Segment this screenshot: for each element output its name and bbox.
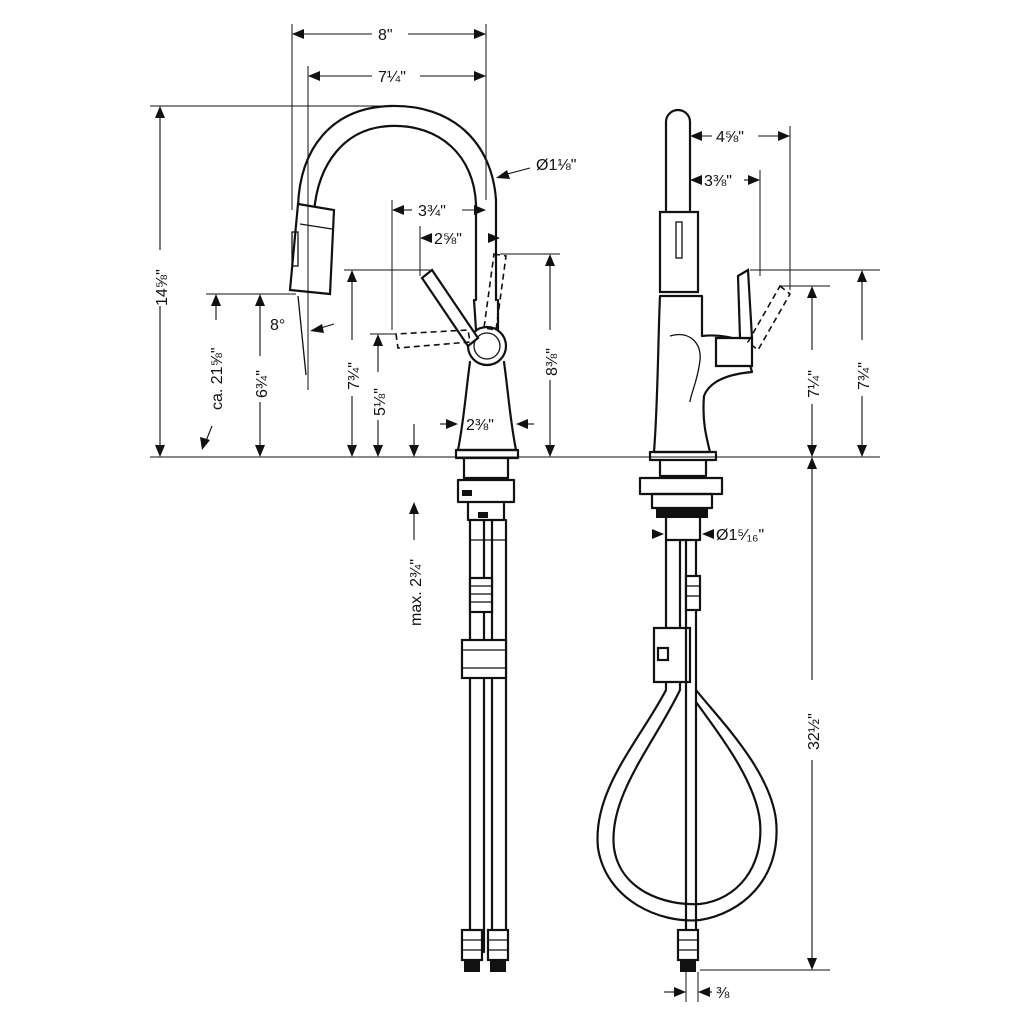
base-plate bbox=[454, 448, 520, 460]
side-handle-alt bbox=[746, 284, 792, 352]
side-base-plate bbox=[648, 450, 718, 462]
mounting-nut bbox=[456, 478, 516, 504]
side-supply-coupling bbox=[684, 574, 702, 612]
label-hose-length: 32½" bbox=[806, 713, 823, 750]
dimension-lines bbox=[150, 24, 880, 1002]
side-mounting-nut bbox=[638, 476, 724, 496]
label-side-4-5-8: 4⅝" bbox=[716, 129, 744, 146]
side-handle-hub bbox=[714, 336, 754, 368]
handle-lever-alt-side bbox=[395, 329, 471, 349]
spray-head bbox=[288, 202, 336, 296]
label-angle-8: 8° bbox=[270, 317, 285, 334]
side-handle-lever bbox=[736, 268, 754, 340]
label-offset-3-3-4: 3¾" bbox=[418, 203, 446, 220]
label-side-height-7-3-4: 7¾" bbox=[856, 362, 873, 390]
front-view bbox=[288, 104, 520, 972]
label-connection-3-8: ⅜ bbox=[716, 985, 730, 1002]
side-spray-head bbox=[658, 210, 700, 294]
supply-coupling-2 bbox=[460, 638, 508, 680]
side-body bbox=[652, 294, 754, 454]
label-handle-height-5-1-8: 5⅛" bbox=[372, 388, 389, 416]
side-spout bbox=[664, 108, 692, 212]
hose-weight bbox=[652, 626, 692, 684]
side-supply-fitting bbox=[676, 928, 700, 962]
side-view bbox=[596, 108, 792, 972]
spray-axis bbox=[297, 295, 307, 376]
label-width-7-1-4: 7¼" bbox=[378, 69, 406, 86]
spout-inner bbox=[312, 124, 478, 302]
label-reach-21-5-8: ca. 21⅝" bbox=[209, 347, 226, 410]
label-spout-diameter: Ø1⅛" bbox=[536, 157, 576, 174]
label-side-height-7-1-4: 7¼" bbox=[806, 370, 823, 398]
supply-lines bbox=[468, 518, 508, 954]
supply-coupling-1 bbox=[468, 576, 494, 614]
handle-lever-alt-up bbox=[483, 253, 507, 331]
supply-fitting-left bbox=[460, 928, 484, 962]
spout-outer bbox=[296, 104, 498, 302]
label-deck-max: max. 2¾" bbox=[408, 559, 425, 626]
label-width-8: 8" bbox=[378, 27, 393, 44]
label-side-3-3-8: 3⅜" bbox=[704, 173, 732, 190]
label-spray-height-6-3-4: 6¾" bbox=[254, 370, 271, 398]
label-offset-2-5-8: 2⅝" bbox=[434, 231, 462, 248]
label-shank-diameter: Ø1⁵⁄₁₆" bbox=[716, 527, 764, 544]
label-height-14-5-8: 14⅝" bbox=[154, 269, 171, 306]
label-height-8-3-8: 8⅜" bbox=[544, 348, 561, 376]
label-handle-height-7-3-4: 7¾" bbox=[346, 362, 363, 390]
label-base-width-2-3-8: 2⅜" bbox=[466, 417, 494, 434]
supply-fitting-right bbox=[486, 928, 510, 962]
dimension-labels: 8" 7¼" 14⅝" ca. 21⅝" 8° 6¾" 7¾" 5⅛" 3¾" … bbox=[154, 27, 873, 1002]
handle-lever bbox=[420, 268, 480, 348]
pull-out-hose-outer bbox=[596, 538, 778, 922]
